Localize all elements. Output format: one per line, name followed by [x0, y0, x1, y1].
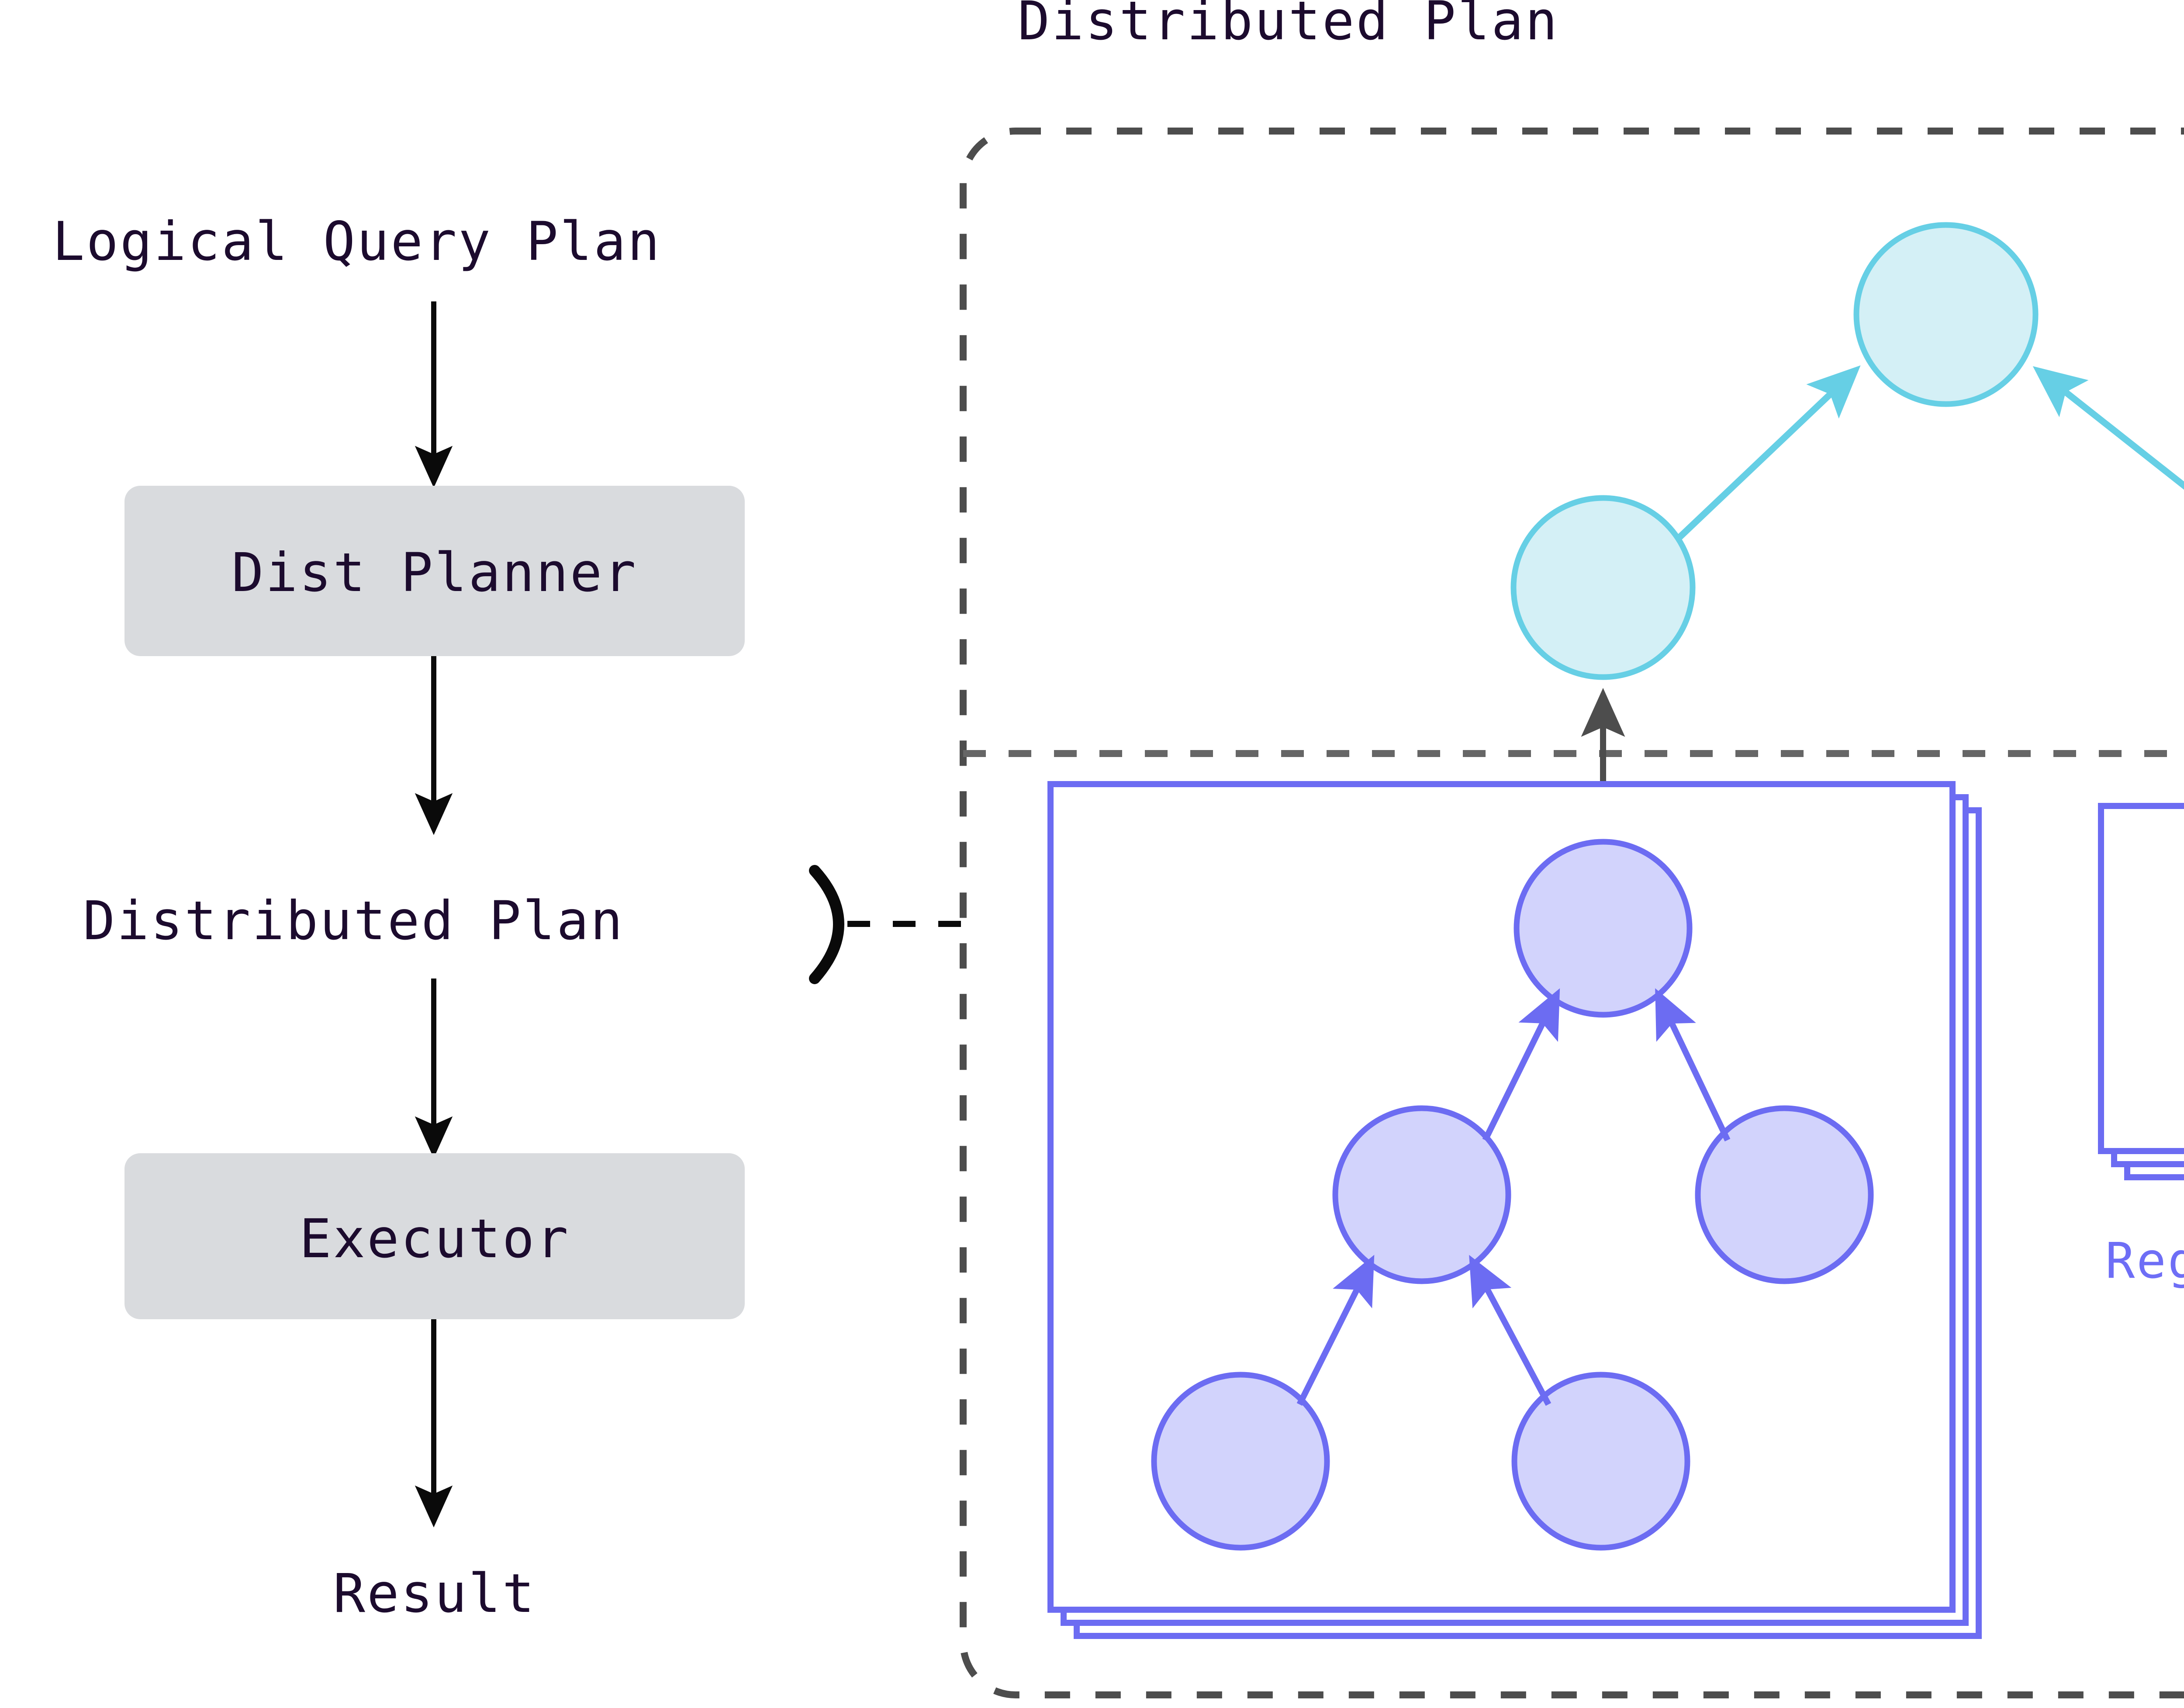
distributed-plan-bracket: [809, 865, 844, 984]
arrow-mid-right-to-root: [1655, 988, 1731, 1142]
frontend-node-left[interactable]: [1510, 495, 1696, 680]
distributed-plan-title: Distributed Plan: [1018, 0, 1559, 52]
frontend-node-root[interactable]: [1853, 222, 2039, 407]
dist-planner-label: Dist Planner: [232, 542, 637, 604]
left-region-node-root[interactable]: [1514, 839, 1693, 1018]
left-region-node-mid-left[interactable]: [1332, 1105, 1511, 1284]
arrow-mid-left-to-root: [1482, 988, 1560, 1142]
regions-label: Regions: [2105, 1233, 2184, 1290]
executor-box[interactable]: [124, 1153, 745, 1319]
left-region-node-leaf-right[interactable]: [1511, 1372, 1690, 1551]
dist-planner-box[interactable]: [124, 486, 745, 656]
executor-label: Executor: [299, 1208, 570, 1270]
left-region-node-leaf-left[interactable]: [1151, 1372, 1330, 1551]
arrow-leaf-left-to-mid: [1296, 1255, 1375, 1406]
distributed-plan-container: [960, 128, 2184, 1698]
right-region-stack-front[interactable]: [2098, 803, 2184, 1154]
left-region-node-mid-right[interactable]: [1695, 1105, 1874, 1284]
distributed-plan-label: Distributed Plan: [83, 890, 624, 952]
logical-query-plan-label: Logical Query Plan: [52, 211, 661, 273]
arrow-frontend-right-to-root: [2032, 366, 2184, 490]
arrow-frontend-left-to-root: [1677, 365, 1861, 540]
result-label: Result: [333, 1563, 536, 1625]
arrow-leaf-right-to-mid: [1469, 1255, 1552, 1406]
